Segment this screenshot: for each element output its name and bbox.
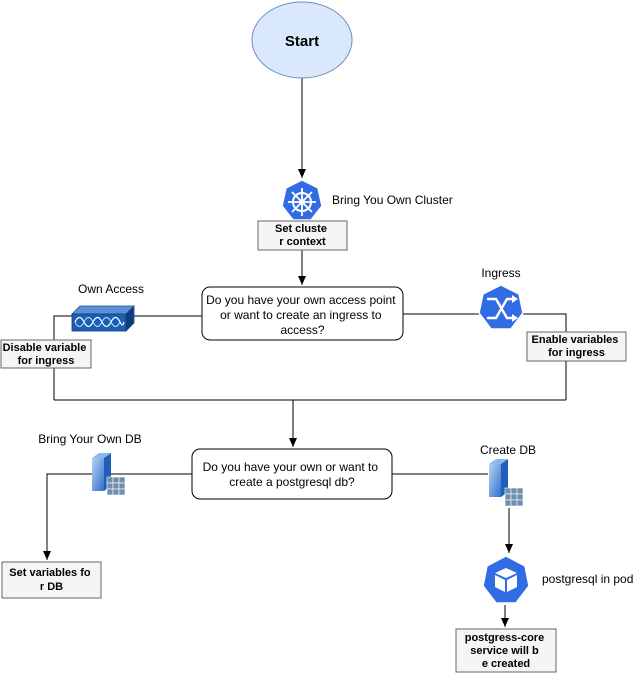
db-decision-line-2: create a postgresql db? [229,475,355,489]
db-decision-label: Do you have your own or want to create a… [203,460,382,489]
set-cluster-context-line-2: r context [279,236,326,248]
own-access-title: Own Access [78,282,144,296]
create-db-server-icon [489,459,524,507]
pod-icon [482,555,530,604]
access-decision-line-3: access? [280,323,324,337]
set-cluster-context-line-1: Set cluste [275,223,327,235]
set-variables-db-label: Set variables fo r DB [9,567,93,593]
set-cluster-context-label: Set cluste r context [275,223,330,248]
set-variables-db-line-1: Set variables fo [9,567,91,579]
disable-variable-line-1: Disable variable [3,342,87,354]
db-decision-box: Do you have your own or want to create a… [191,448,393,500]
ingress-title: Ingress [481,266,520,280]
edges [43,78,567,627]
access-decision-line-1: Do you have your own access point [206,293,396,307]
cluster-title: Bring You Own Cluster [332,193,453,207]
access-decision-label: Do you have your own access point or wan… [206,293,399,337]
database-server-icon [92,453,126,496]
access-decision-box: Do you have your own access point or wan… [201,286,404,341]
disable-variable-label: Disable variable for ingress [3,342,90,367]
service-created-box: postgress-core service will b e created [455,628,557,673]
edge-decision-to-own-access [53,315,202,400]
db-decision-line-1: Do you have your own or want to [203,460,379,474]
enable-variables-label: Enable variables for ingress [532,334,622,359]
set-cluster-context-box: Set cluste r context [257,220,348,251]
service-created-line-2: service will b [470,645,539,657]
access-decision-line-2: or want to create an ingress to [220,308,382,322]
service-created-line-3: e created [482,658,530,670]
own-db-title: Bring Your Own DB [38,432,141,446]
set-variables-db-box: Set variables fo r DB [1,561,102,599]
access-point-icon [71,305,135,332]
service-created-label: postgress-core service will b e created [465,632,548,670]
kubernetes-icon [281,179,323,221]
enable-variables-line-1: Enable variables [532,334,619,346]
enable-variables-box: Enable variables for ingress [526,331,627,362]
enable-variables-line-2: for ingress [548,347,605,359]
create-db-title: Create DB [480,443,536,457]
service-created-line-1: postgress-core [465,632,544,644]
start-node: Start [251,1,353,79]
ingress-icon [478,284,524,330]
set-variables-db-line-2: r DB [40,581,63,593]
start-label: Start [285,33,319,50]
disable-variable-line-2: for ingress [18,355,75,367]
pod-title: postgresql in pod [542,572,633,586]
disable-variable-box: Disable variable for ingress [0,339,92,369]
edge-decision-to-ingress [403,313,567,400]
edge-db-decision-to-own-db [43,473,192,560]
